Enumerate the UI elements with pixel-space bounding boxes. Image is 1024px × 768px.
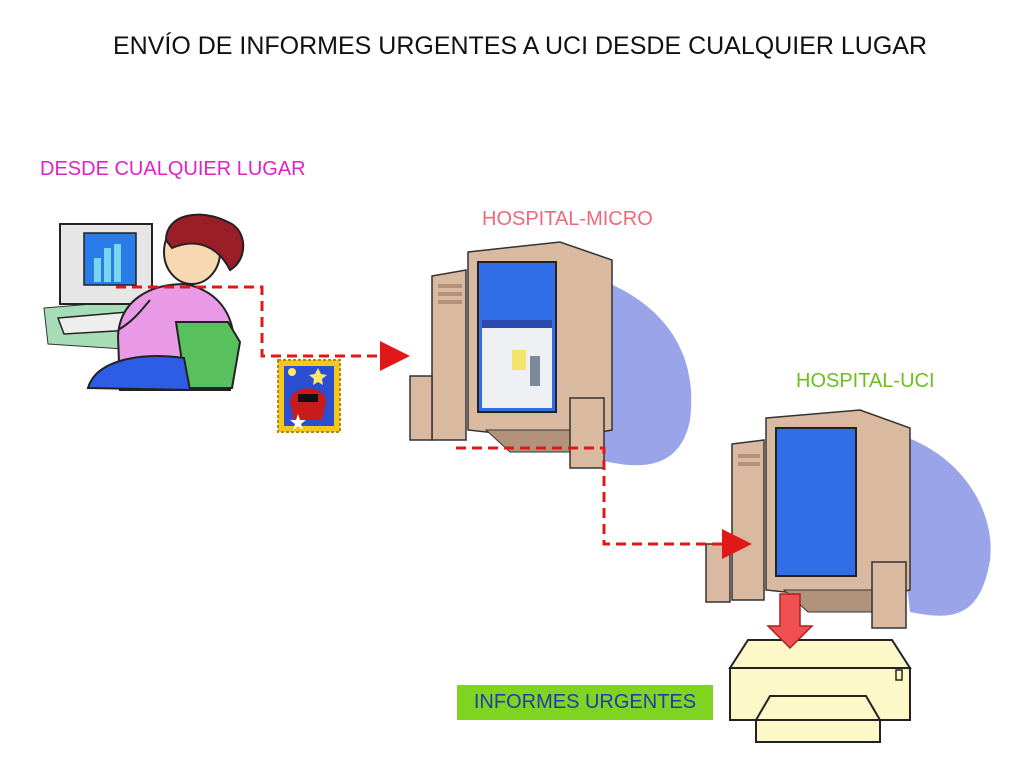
urgent-reports-badge: INFORMES URGENTES — [457, 685, 713, 720]
connector-origin-to-micro — [116, 285, 410, 371]
printer-icon — [728, 639, 912, 743]
page-title: ENVÍO DE INFORMES URGENTES A UCI DESDE C… — [112, 32, 928, 60]
origin-label: DESDE CUALQUIER LUGAR — [40, 158, 306, 180]
telephone-stamp-icon — [277, 359, 341, 433]
down-arrow-icon — [766, 593, 814, 650]
desktop-computer-icon — [409, 241, 692, 469]
woman-at-computer-icon — [43, 213, 245, 392]
hospital-uci-label: HOSPITAL-UCI — [796, 370, 935, 392]
desktop-computer-icon — [705, 409, 991, 629]
hospital-micro-label: HOSPITAL-MICRO — [482, 208, 653, 230]
connector-micro-to-uci — [456, 446, 752, 559]
